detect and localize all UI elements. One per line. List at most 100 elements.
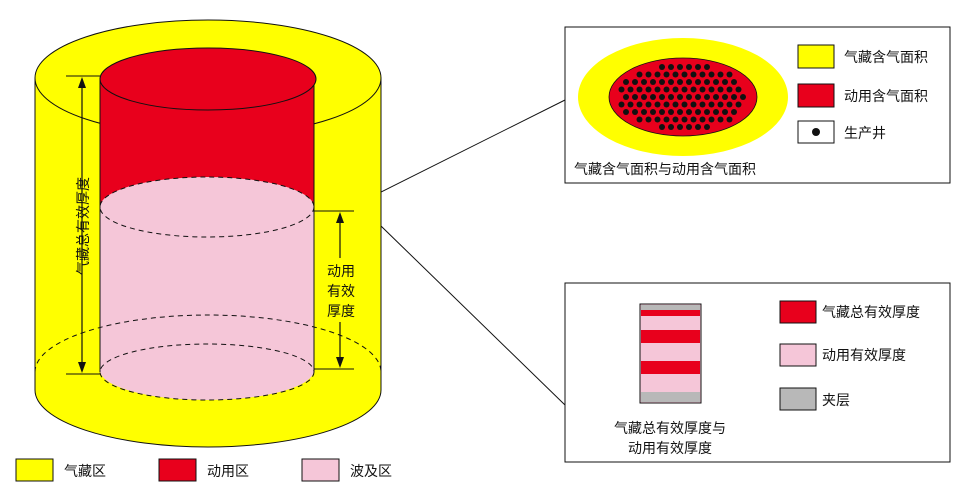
bottom-swatch-red xyxy=(158,458,197,482)
production-well-dot xyxy=(645,101,652,108)
production-well-dot xyxy=(695,79,701,85)
production-well-dot xyxy=(699,86,706,93)
production-well-dot xyxy=(699,116,706,123)
production-well-dot xyxy=(672,86,679,93)
production-well-dot xyxy=(713,94,719,100)
production-well-dot xyxy=(668,94,674,100)
production-well-dot xyxy=(731,109,737,115)
production-well-dot xyxy=(681,71,688,78)
production-well-dot xyxy=(654,116,661,123)
used-thickness-label-2: 有效 xyxy=(327,284,355,300)
production-well-dot xyxy=(695,94,701,100)
production-well-dot xyxy=(681,101,688,108)
production-well-dot xyxy=(623,109,629,115)
production-well-dot xyxy=(668,64,674,70)
production-well-dot xyxy=(663,116,670,123)
production-well-dot xyxy=(708,101,715,108)
production-well-dot xyxy=(695,109,701,115)
production-well-dot xyxy=(677,109,683,115)
production-well-dot xyxy=(659,64,665,70)
production-well-dot xyxy=(632,79,638,85)
production-well-dot xyxy=(645,86,652,93)
legend-swatch-red-2 xyxy=(779,300,817,324)
production-well-dot xyxy=(717,116,724,123)
production-well-dot xyxy=(650,79,656,85)
production-well-dot xyxy=(677,124,683,130)
production-well-dot xyxy=(704,94,710,100)
production-well-dot xyxy=(677,64,683,70)
production-well-dot xyxy=(735,101,742,108)
production-well-dot xyxy=(618,101,625,108)
production-well-dot xyxy=(690,101,697,108)
active-zone-top xyxy=(99,47,317,111)
bottom-swatch-yellow xyxy=(15,458,54,482)
production-well-dot xyxy=(695,64,701,70)
production-well-dot xyxy=(636,101,643,108)
bottom-label-gas: 气藏区 xyxy=(64,464,106,480)
production-well-dot xyxy=(618,86,625,93)
production-well-dot xyxy=(704,79,710,85)
bottom-label-active: 动用区 xyxy=(207,464,249,480)
production-well-dot xyxy=(668,109,674,115)
production-well-dot xyxy=(717,101,724,108)
production-well-dot xyxy=(645,71,652,78)
production-well-dot xyxy=(632,94,638,100)
production-well-dot xyxy=(690,86,697,93)
production-well-dot xyxy=(735,86,742,93)
production-well-dot xyxy=(686,64,692,70)
production-well-dot xyxy=(731,79,737,85)
production-well-dot xyxy=(708,116,715,123)
production-well-dot xyxy=(690,71,697,78)
production-well-dot xyxy=(717,71,724,78)
legend-label-active-area: 动用含气面积 xyxy=(844,89,928,105)
production-well-dot xyxy=(672,101,679,108)
thickness-panel: 气藏总有效厚度 动用有效厚度 夹层 气藏总有效厚度与 动用有效厚度 xyxy=(564,282,951,463)
production-well-dot xyxy=(686,79,692,85)
connector-top xyxy=(380,99,566,193)
total-thickness-label: 气藏总有效厚度 xyxy=(76,177,92,275)
production-well-dot xyxy=(722,94,728,100)
used-thickness-label-3: 厚度 xyxy=(327,304,355,320)
production-well-dot xyxy=(641,79,647,85)
production-well-dot xyxy=(677,79,683,85)
production-well-dot xyxy=(654,71,661,78)
production-well-dot xyxy=(708,86,715,93)
production-well-dot xyxy=(650,109,656,115)
production-well-dot xyxy=(627,86,634,93)
production-well-dot xyxy=(731,94,737,100)
production-well-dot xyxy=(659,79,665,85)
legend-label-gas-area: 气藏含气面积 xyxy=(844,50,928,66)
legend-label-interlayer: 夹层 xyxy=(822,393,850,409)
production-wells xyxy=(618,64,746,130)
production-well-dot xyxy=(645,116,652,123)
production-well-dot xyxy=(704,124,710,130)
production-well-icon xyxy=(812,128,820,136)
bottom-label-swept: 波及区 xyxy=(350,464,392,480)
connector-bottom xyxy=(380,225,566,406)
production-well-dot xyxy=(722,79,728,85)
legend-swatch-pink xyxy=(779,343,817,367)
production-well-dot xyxy=(686,124,692,130)
production-well-dot xyxy=(713,79,719,85)
production-well-dot xyxy=(636,116,643,123)
legend-swatch-yellow xyxy=(797,44,835,69)
production-well-dot xyxy=(708,71,715,78)
production-well-dot xyxy=(726,71,733,78)
production-well-dot xyxy=(717,86,724,93)
swept-zone-bottom xyxy=(99,343,315,401)
production-well-dot xyxy=(663,101,670,108)
production-well-dot xyxy=(636,86,643,93)
production-well-dot xyxy=(668,79,674,85)
thickness-column xyxy=(639,303,702,404)
production-well-dot xyxy=(704,64,710,70)
production-well-dot xyxy=(740,94,746,100)
production-well-dot xyxy=(699,101,706,108)
production-well-dot xyxy=(663,71,670,78)
total-thickness-arrow xyxy=(66,75,100,375)
bottom-swatch-pink xyxy=(301,458,340,482)
production-well-dot xyxy=(636,71,643,78)
legend-label-used-thickness: 动用有效厚度 xyxy=(822,348,906,364)
cylinder-figure xyxy=(34,19,382,448)
production-well-dot xyxy=(623,94,629,100)
production-well-dot xyxy=(672,116,679,123)
